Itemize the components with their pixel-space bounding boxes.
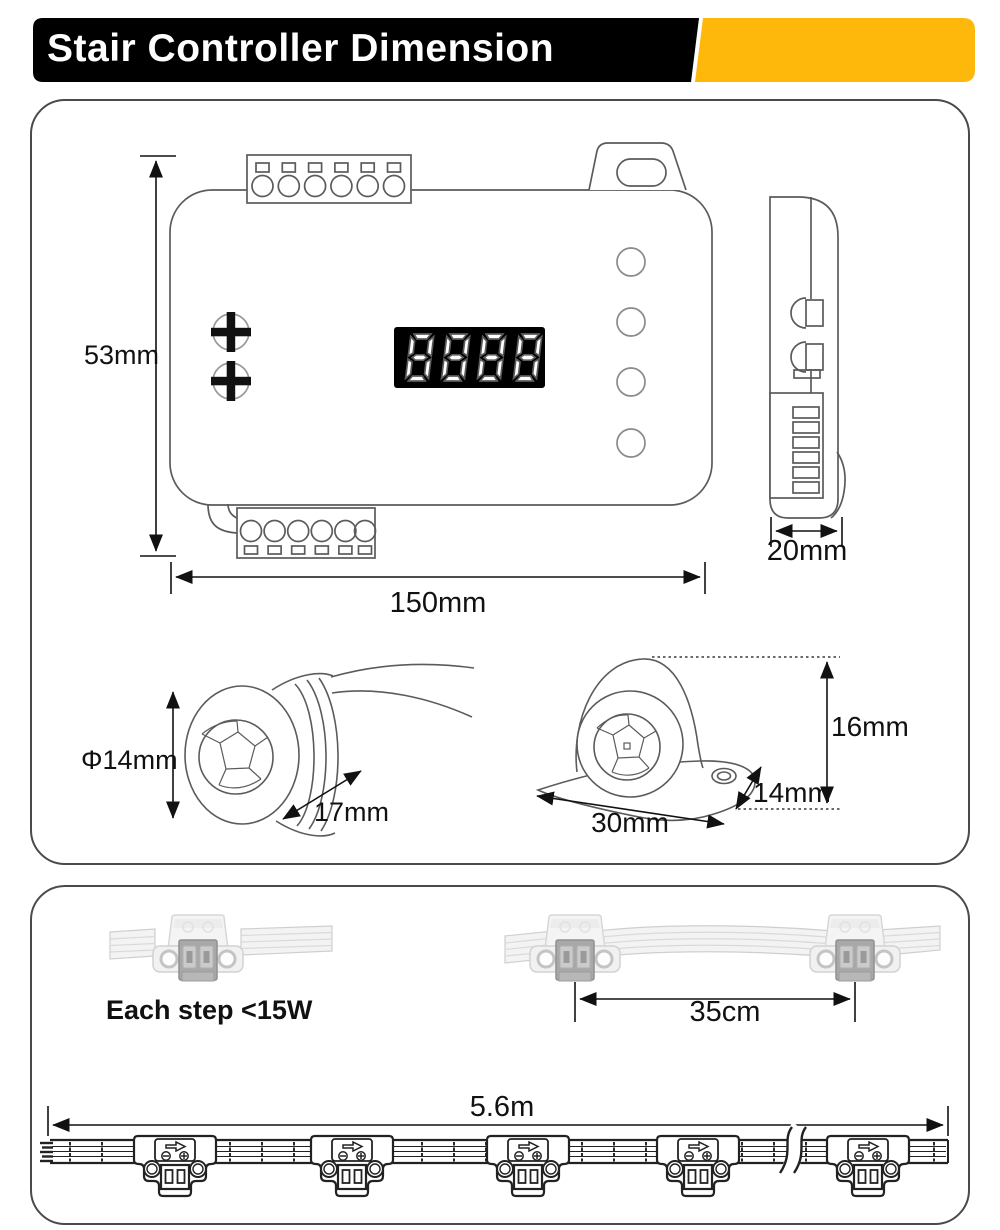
mounting-ear [588,142,687,191]
controller-depth-label: 20mm [766,535,848,567]
strip-diagram [40,1106,949,1198]
wire-frayed-end [40,1141,53,1163]
controller-height-label: 53mm [84,340,160,370]
connector-spacing-dimension [574,982,856,1022]
strip-length-label: 5.6m [469,1091,535,1123]
controller-panel-border [30,99,970,865]
break-symbol [778,1122,808,1178]
controller-front-view [169,142,713,559]
step-power-label: Each step <15W [106,995,313,1025]
screw-icon [211,312,251,401]
fresnel-lens-facets [596,714,657,776]
sensor-diameter-label: Φ14mm [81,745,178,775]
banner-accent-shape [695,18,975,82]
dimension-lines [140,155,843,829]
controller-width-label: 150mm [389,587,487,619]
ribbon-cable [109,925,941,964]
mount-width-label: 30mm [591,807,669,838]
mount-height-label: 16mm [831,711,909,742]
banner-black-bar [33,18,699,82]
page-title: Stair Controller Dimension [47,27,555,70]
mount-depth-label: 14mm [753,777,831,808]
controller-side-view [769,196,846,519]
connector-spacing-label: 35cm [689,996,761,1028]
connector-photos [109,913,941,983]
title-banner [33,18,975,82]
button-holes [616,247,646,458]
seven-segment-display [394,327,545,388]
fresnel-lens-facets [201,720,269,789]
sensor-length-label: 17mm [314,797,390,827]
